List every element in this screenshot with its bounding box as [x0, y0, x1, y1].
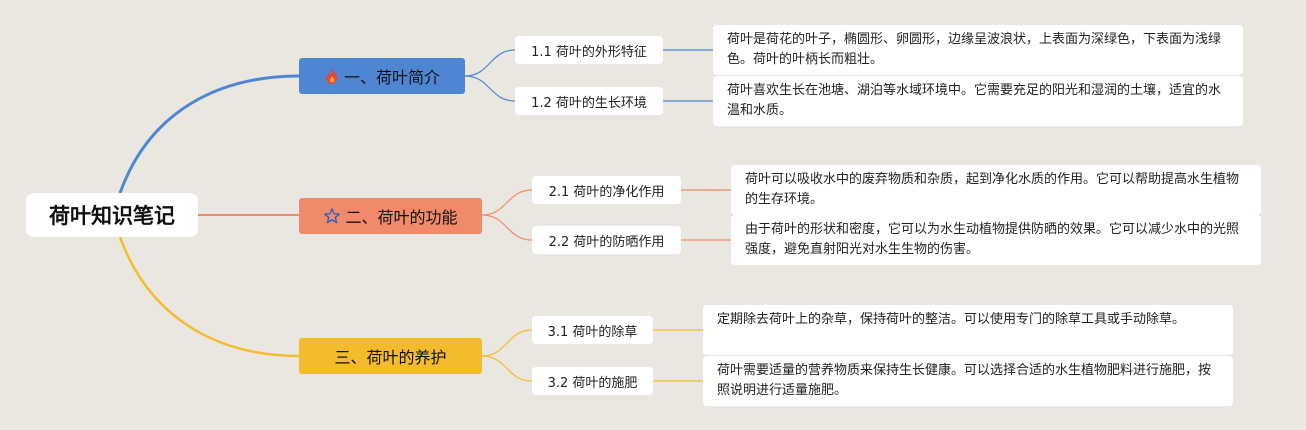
- detail-text-2-2: 由于荷叶的形状和密度，它可以为水生动植物提供防晒的效果。它可以减少水中的光照强度…: [745, 222, 1240, 257]
- detail-node-3-2[interactable]: 荷叶需要适量的营养物质来保持生长健康。可以选择合适的水生植物肥料进行施肥，按照说…: [703, 356, 1233, 406]
- connector-branch-1-sub-2: [464, 75, 516, 102]
- sub-node-1-1[interactable]: 1.1 荷叶的外形特征: [515, 36, 663, 64]
- connector-branch-3-sub-1: [481, 329, 533, 357]
- detail-text-2-1: 荷叶可以吸收水中的废弃物质和杂质，起到净化水质的作用。它可以帮助提高水生植物的生…: [745, 172, 1240, 207]
- detail-node-1-1[interactable]: 荷叶是荷花的叶子，椭圆形、卵圆形，边缘呈波浪状，上表面为深绿色，下表面为浅绿色。…: [713, 25, 1243, 75]
- sub-label-3-2: 3.2 荷叶的施肥: [547, 375, 638, 391]
- detail-node-1-2[interactable]: 荷叶喜欢生长在池塘、湖泊等水域环境中。它需要充足的阳光和湿润的土壤，适宜的水温和…: [713, 76, 1243, 126]
- connector-branch-2-sub-1: [481, 189, 533, 216]
- connector-branch-3-sub-2: [481, 355, 533, 382]
- sub-node-2-1[interactable]: 2.1 荷叶的净化作用: [532, 176, 681, 204]
- branch-node-care[interactable]: 三、荷叶的养护: [299, 338, 482, 374]
- sub-label-1-1: 1.1 荷叶的外形特征: [531, 44, 647, 60]
- branch-node-function[interactable]: 二、荷叶的功能: [299, 198, 482, 234]
- detail-text-3-1: 定期除去荷叶上的杂草，保持荷叶的整洁。可以使用专门的除草工具或手动除草。: [717, 312, 1186, 327]
- sub-node-3-2[interactable]: 3.2 荷叶的施肥: [532, 367, 653, 395]
- sub-label-3-1: 3.1 荷叶的除草: [547, 324, 638, 340]
- root-node[interactable]: 荷叶知识笔记: [26, 193, 198, 237]
- star-outline-icon: [323, 207, 341, 225]
- root-title: 荷叶知识笔记: [49, 204, 175, 228]
- sub-label-2-1: 2.1 荷叶的净化作用: [548, 184, 665, 200]
- connector-root-branch-3: [118, 236, 300, 358]
- sub-label-2-2: 2.2 荷叶的防晒作用: [548, 234, 665, 250]
- fire-icon: [324, 67, 340, 85]
- branch-label-care: 三、荷叶的养护: [334, 348, 447, 367]
- connector-branch-2-sub-2: [481, 214, 533, 241]
- detail-text-1-1: 荷叶是荷花的叶子，椭圆形、卵圆形，边缘呈波浪状，上表面为深绿色，下表面为浅绿色。…: [727, 32, 1222, 67]
- detail-node-2-2[interactable]: 由于荷叶的形状和密度，它可以为水生动植物提供防晒的效果。它可以减少水中的光照强度…: [731, 215, 1261, 265]
- connector-branch-1-sub-1: [464, 49, 516, 77]
- branch-label-intro: 一、荷叶简介: [343, 68, 440, 87]
- sub-node-2-2[interactable]: 2.2 荷叶的防晒作用: [532, 226, 681, 254]
- detail-node-3-1[interactable]: 定期除去荷叶上的杂草，保持荷叶的整洁。可以使用专门的除草工具或手动除草。: [703, 305, 1233, 355]
- sub-node-3-1[interactable]: 3.1 荷叶的除草: [532, 316, 653, 344]
- connector-root-branch-1: [118, 74, 300, 194]
- detail-node-2-1[interactable]: 荷叶可以吸收水中的废弃物质和杂质，起到净化水质的作用。它可以帮助提高水生植物的生…: [731, 165, 1261, 215]
- detail-text-1-2: 荷叶喜欢生长在池塘、湖泊等水域环境中。它需要充足的阳光和湿润的土壤，适宜的水温和…: [727, 83, 1222, 118]
- branch-node-intro[interactable]: 一、荷叶简介: [299, 58, 465, 94]
- sub-node-1-2[interactable]: 1.2 荷叶的生长环境: [515, 87, 663, 115]
- detail-text-3-2: 荷叶需要适量的营养物质来保持生长健康。可以选择合适的水生植物肥料进行施肥，按照说…: [717, 363, 1212, 398]
- sub-label-1-2: 1.2 荷叶的生长环境: [531, 95, 647, 111]
- branch-label-function: 二、荷叶的功能: [345, 208, 458, 227]
